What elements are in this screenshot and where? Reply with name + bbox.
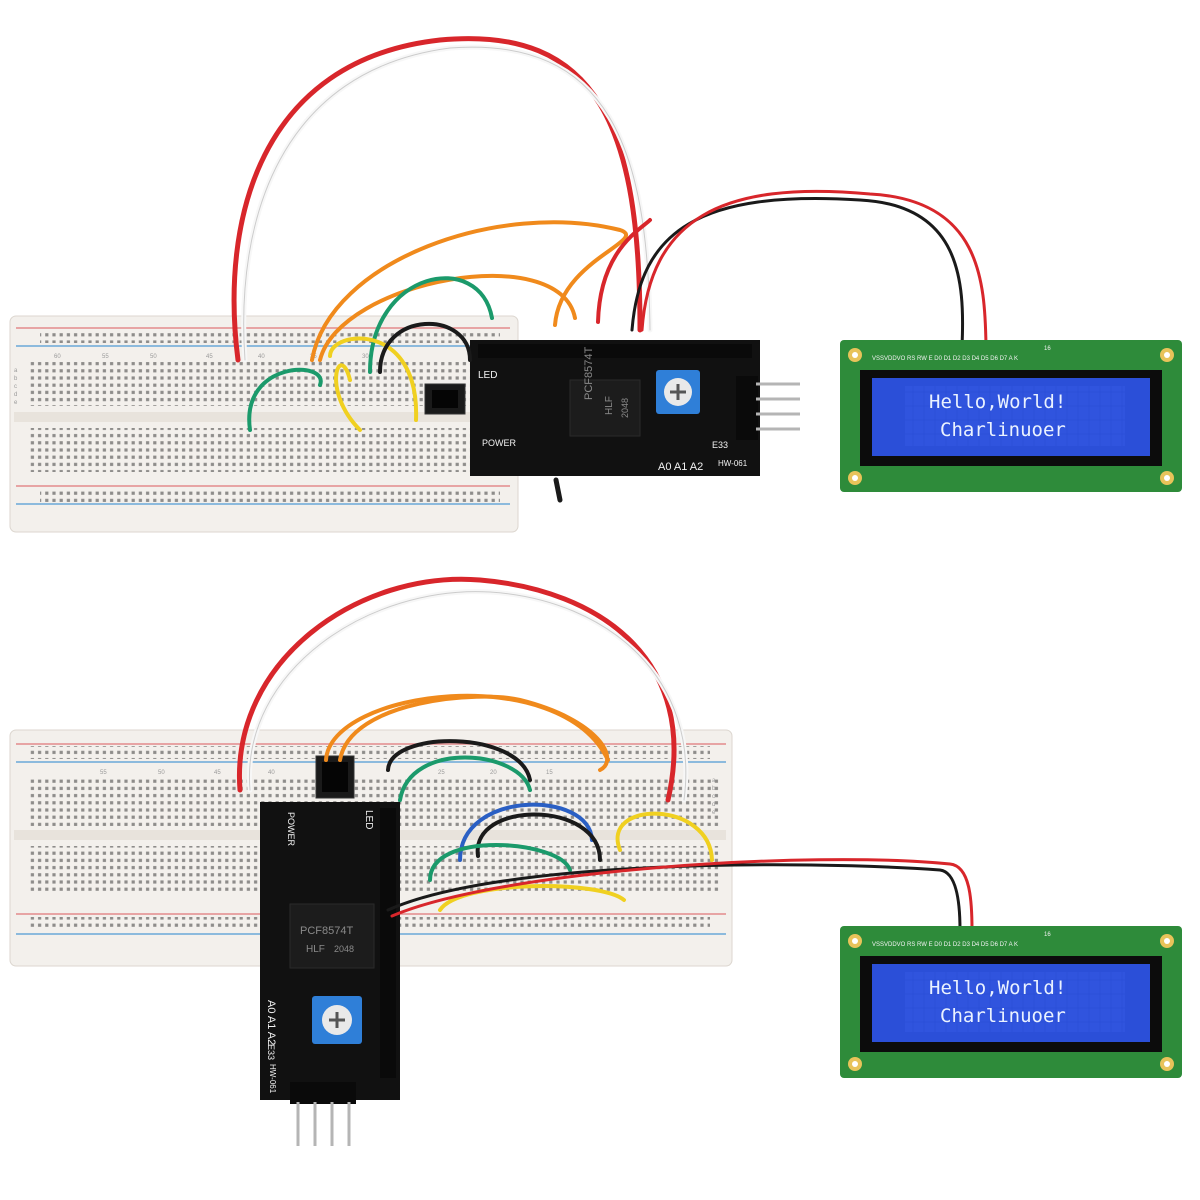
- bb-col-40-b: 40: [268, 770, 275, 776]
- led-label-top: LED: [478, 370, 497, 381]
- bb-col-50: 50: [150, 354, 157, 360]
- power-label-bottom: POWER: [286, 812, 296, 847]
- lcd-line1-bottom: Hello,World!: [929, 977, 1066, 999]
- i2c-module-bottom: LED POWER PCF8574T HLF 2048 A0 A1 A2 E33…: [260, 755, 400, 1146]
- chip-code-bottom: 2048: [334, 944, 354, 954]
- chip-code-top: 2048: [620, 398, 630, 418]
- bb-row-a: a: [14, 368, 18, 374]
- bb-col-15-b: 15: [546, 770, 553, 776]
- bb-col-55-b: 55: [100, 770, 107, 776]
- lcd-line1-top: Hello,World!: [929, 391, 1066, 413]
- chip-mfr-top: HLF: [604, 396, 615, 415]
- header-pins-top: [478, 344, 752, 358]
- chip-label-bottom: PCF8574T: [300, 925, 353, 937]
- pcf8574-chip-bottom: PCF8574T HLF 2048: [289, 903, 375, 969]
- address-labels-bottom: A0 A1 A2: [265, 1000, 277, 1045]
- bb-row-e-b: e: [712, 810, 716, 816]
- lcd-pin-header-bottom: VSSVDDVO RS RW E D0 D1 D2 D3 D4 D5 D6 D7…: [872, 942, 1018, 948]
- bb-col-55: 55: [102, 354, 109, 360]
- potentiometer-bottom: [312, 996, 362, 1044]
- bottom-scene: 55 50 45 40 25 20 15 a b c d e LED: [9, 576, 1182, 1146]
- i2c-module-top: LED POWER PCF8574T HLF 2048 A0 A1 A2 E33…: [424, 340, 800, 476]
- potentiometer-top: [656, 370, 700, 414]
- bb-row-e: e: [14, 400, 18, 406]
- bb-row-d-b: d: [712, 802, 715, 808]
- bb-col-40: 40: [258, 354, 265, 360]
- bb-row-b-b: b: [712, 786, 716, 792]
- lcd-pin-number-bottom: 16: [1044, 932, 1051, 938]
- power-label-top: POWER: [482, 438, 517, 448]
- bb-col-45-b: 45: [214, 770, 221, 776]
- lcd-pin-header-top: VSSVDDVO RS RW E D0 D1 D2 D3 D4 D5 D6 D7…: [872, 356, 1018, 362]
- lcd-top: VSSVDDVO RS RW E D0 D1 D2 D3 D4 D5 D6 D7…: [840, 340, 1182, 492]
- lcd-bottom: VSSVDDVO RS RW E D0 D1 D2 D3 D4 D5 D6 D7…: [840, 926, 1182, 1078]
- bb-row-a-b: a: [712, 778, 716, 784]
- wires-top: [231, 36, 988, 503]
- chip-mfr-bottom: HLF: [306, 944, 325, 955]
- lcd-pin-number-top: 16: [1044, 346, 1051, 352]
- bb-col-30: 30: [362, 354, 369, 360]
- output-pins-top: [736, 376, 800, 440]
- lcd-line2-bottom: Charlinuoer: [940, 1005, 1066, 1027]
- bb-row-d: d: [14, 392, 17, 398]
- bb-row-c: c: [14, 384, 17, 390]
- address-labels-top: A0 A1 A2: [658, 461, 703, 473]
- bb-row-b: b: [14, 376, 18, 382]
- output-pins-bottom: [290, 1082, 356, 1146]
- model-label-top: HW-061: [718, 459, 748, 468]
- bb-row-c-b: c: [712, 794, 715, 800]
- model-label-bottom: HW-061: [268, 1064, 277, 1094]
- bb-col-20-b: 20: [490, 770, 497, 776]
- bb-col-45: 45: [206, 354, 213, 360]
- chip-label-top: PCF8574T: [583, 347, 595, 400]
- wires-bottom: [237, 576, 974, 932]
- pcf8574-chip-top: PCF8574T HLF 2048: [569, 347, 641, 437]
- lcd-line2-top: Charlinuoer: [940, 419, 1066, 441]
- bb-col-60: 60: [54, 354, 61, 360]
- bb-col-25-b: 25: [438, 770, 445, 776]
- bb-col-50-b: 50: [158, 770, 165, 776]
- jumper-label-bottom: E33: [266, 1044, 276, 1060]
- led-label-bottom: LED: [363, 810, 374, 829]
- jumper-label-top: E33: [712, 440, 728, 450]
- breadboard-top: 60 55 50 45 40 35 30 a b c d e: [9, 315, 519, 533]
- top-scene: 60 55 50 45 40 35 30 a b c d e: [9, 36, 1182, 533]
